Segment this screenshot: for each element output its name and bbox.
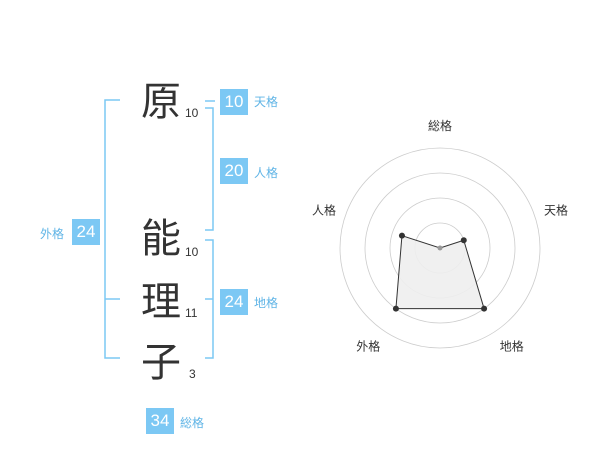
radar-axis-label-3: 地格 (500, 339, 524, 354)
soukaku-value-box: 34 (146, 408, 174, 434)
radar-axis-label-5: 人格 (312, 202, 336, 217)
chikaku-label: 地格 (254, 296, 279, 310)
radar-point-4 (392, 305, 399, 312)
radar-center-dot (437, 245, 443, 251)
name-char-1: 原 (141, 79, 181, 125)
radar-point-5 (398, 232, 405, 239)
radar-axis-label-4: 外格 (356, 339, 380, 354)
name-char-3: 理 (141, 279, 181, 325)
radar-ring-3 (364, 172, 516, 324)
radar-axis-label-1: 総格 (428, 118, 452, 133)
stroke-count-4: 3 (189, 367, 196, 381)
jinkaku-value-box: 20 (220, 158, 248, 184)
stroke-count-1: 10 (185, 106, 199, 120)
gaikaku-value-box: 24 (72, 219, 100, 245)
radar-ring-4 (339, 147, 541, 349)
name-char-2: 能 (141, 216, 181, 262)
tenkaku-value-box: 10 (220, 89, 248, 115)
chikaku-value-box: 24 (220, 289, 248, 315)
soukaku-label: 総格 (180, 416, 205, 430)
name-char-4: 子 (141, 340, 181, 386)
radar-point-3 (481, 305, 488, 312)
gaikaku-label: 外格 (40, 227, 65, 241)
radar-point-2 (460, 237, 467, 244)
radar-area (395, 234, 485, 310)
tenkaku-label: 天格 (254, 95, 279, 109)
radar-axis-label-2: 天格 (544, 202, 568, 217)
jinkaku-label: 人格 (254, 166, 279, 180)
stroke-count-3: 11 (185, 306, 198, 320)
stroke-count-2: 10 (185, 245, 199, 259)
